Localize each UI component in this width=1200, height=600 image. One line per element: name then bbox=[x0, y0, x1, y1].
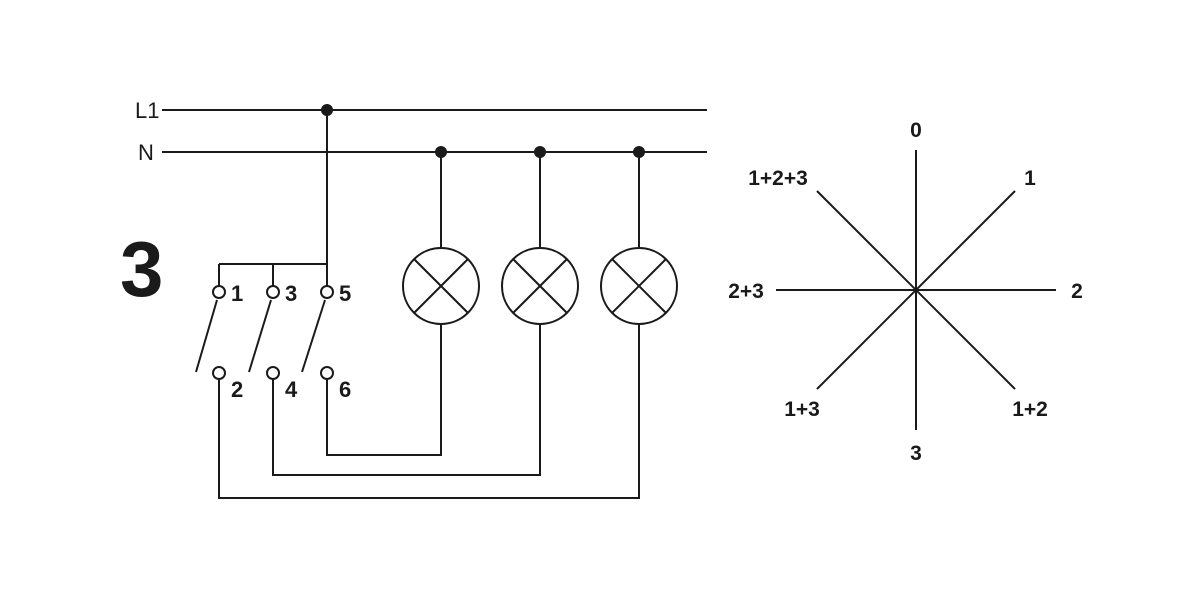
rail-label-l1: L1 bbox=[135, 98, 159, 123]
position-label-2: 2 bbox=[1071, 280, 1083, 303]
terminal-2 bbox=[212, 366, 226, 380]
switch-position-dial: 0 1 2 1+2 3 1+3 2+3 1+2+3 bbox=[728, 119, 1083, 465]
switch-contacts: 1 3 5 2 4 6 bbox=[195, 281, 351, 402]
switch-blade-3 bbox=[301, 299, 326, 373]
position-label-3: 3 bbox=[910, 442, 922, 465]
terminal-label-4: 4 bbox=[285, 377, 298, 402]
return-wire-4-to-lamp-2 bbox=[272, 324, 541, 476]
terminal-label-1: 1 bbox=[231, 281, 243, 306]
position-label-0: 0 bbox=[910, 119, 922, 142]
switch-blade-2 bbox=[248, 299, 272, 373]
terminal-3 bbox=[266, 285, 280, 299]
switch-supply bbox=[218, 110, 328, 286]
circuit-number: 3 bbox=[120, 225, 163, 313]
terminal-4 bbox=[266, 366, 280, 380]
position-label-1-plus-2-plus-3: 1+2+3 bbox=[748, 167, 808, 190]
rail-label-n: N bbox=[138, 140, 154, 165]
return-wire-2-to-lamp-3 bbox=[218, 324, 640, 499]
terminal-label-2: 2 bbox=[231, 377, 243, 402]
position-label-1-plus-3: 1+3 bbox=[784, 398, 820, 421]
position-label-2-plus-3: 2+3 bbox=[728, 280, 764, 303]
lamps bbox=[402, 152, 678, 325]
terminal-label-6: 6 bbox=[339, 377, 351, 402]
lamp-2-cross-b bbox=[512, 258, 568, 314]
terminal-6 bbox=[320, 366, 334, 380]
terminal-5 bbox=[320, 285, 334, 299]
terminal-label-5: 5 bbox=[339, 281, 351, 306]
position-label-1: 1 bbox=[1024, 167, 1036, 190]
lamp-3-cross-b bbox=[611, 258, 667, 314]
terminal-label-3: 3 bbox=[285, 281, 297, 306]
lamp-1-cross-b bbox=[413, 258, 469, 314]
position-label-1-plus-2: 1+2 bbox=[1012, 398, 1048, 421]
return-wire-6-to-lamp-1 bbox=[326, 324, 442, 456]
terminal-1 bbox=[212, 285, 226, 299]
dial-axis-diagonal-b bbox=[816, 190, 1016, 390]
power-rails: L1 N bbox=[135, 98, 707, 165]
lamp-return-wires bbox=[218, 324, 640, 499]
switch-blade-1 bbox=[195, 299, 218, 373]
